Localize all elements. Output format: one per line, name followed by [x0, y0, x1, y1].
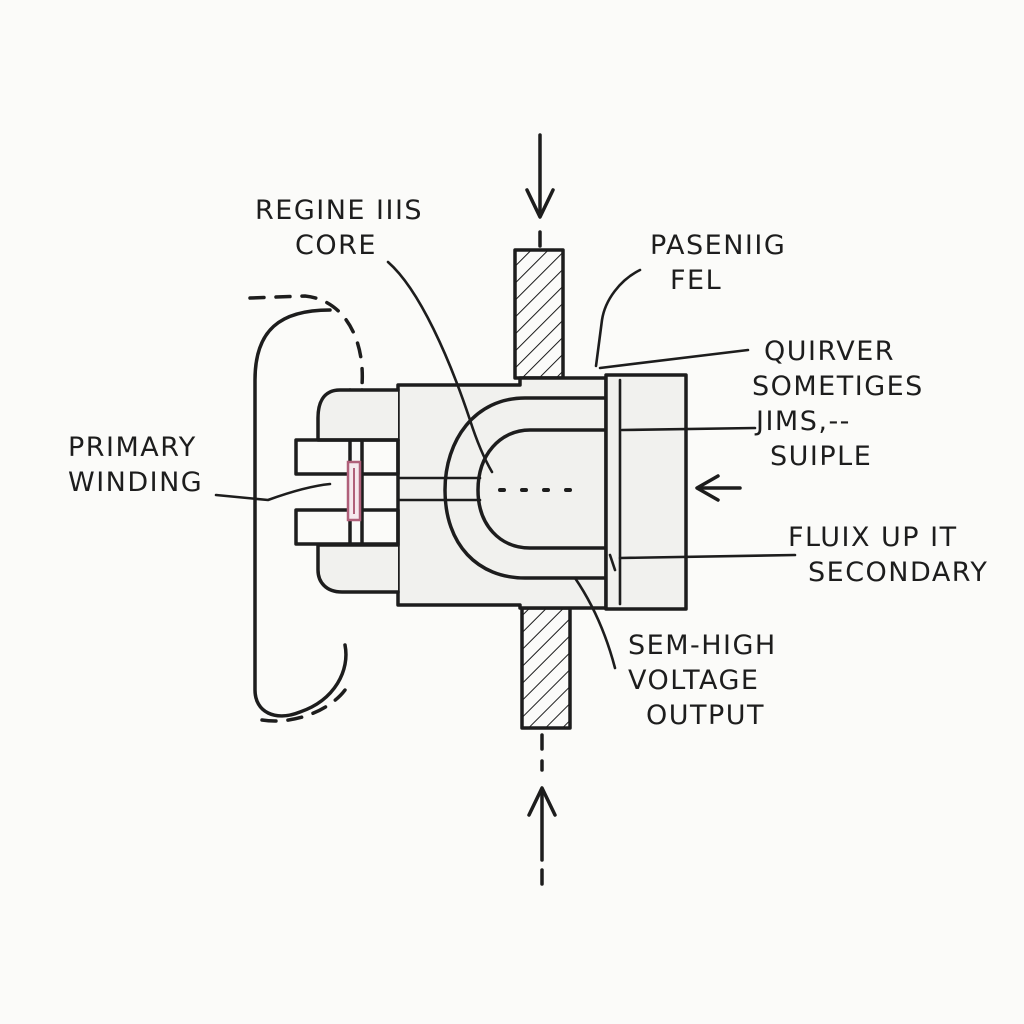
- label-regine-core: REGINE IIIS CORE: [255, 193, 423, 263]
- label-hv-output: SEM-HIGH VOLTAGE OUTPUT: [628, 628, 777, 733]
- shaft-bottom: [520, 606, 572, 730]
- core-body: [294, 376, 608, 610]
- label-winding-line2: WINDING: [68, 467, 204, 499]
- label-flux-secondary: FLUIX UP IT SECONDARY: [788, 520, 988, 590]
- label-core-line2: CORE: [295, 230, 377, 262]
- label-fel-line2: FEL: [670, 265, 723, 297]
- label-regine-line1: REGINE IIIS: [255, 195, 424, 226]
- shaft-top: [513, 248, 565, 380]
- label-pasenig-fel: PASENIIG FEL: [650, 228, 786, 298]
- label-hv-line1: SEM-HIGH: [628, 630, 777, 661]
- label-quirver-line1: QUIRVER: [764, 336, 896, 367]
- label-quirver-line3: JIMS,--: [756, 406, 851, 438]
- label-quirver-line2: SOMETIGES: [752, 371, 924, 403]
- bottom-arrow: [527, 733, 557, 892]
- label-quirver: QUIRVER SOMETIGES JIMS,-- SUIPLE: [752, 334, 924, 474]
- label-primary-line1: PRIMARY: [68, 432, 197, 463]
- label-secondary-line2: SECONDARY: [808, 557, 989, 589]
- label-pasenig-line1: PASENIIG: [650, 230, 787, 261]
- secondary-block: [604, 373, 742, 611]
- winding-marker: [346, 460, 362, 522]
- label-quirver-line4: SUIPLE: [770, 441, 873, 473]
- label-flux-line1: FLUIX UP IT: [788, 522, 958, 553]
- leader-lines: [214, 260, 797, 670]
- label-hv-line2: VOLTAGE: [628, 665, 760, 697]
- label-primary-winding: PRIMARY WINDING: [68, 430, 203, 500]
- label-hv-line3: OUTPUT: [646, 700, 766, 732]
- top-arrow: [525, 133, 555, 254]
